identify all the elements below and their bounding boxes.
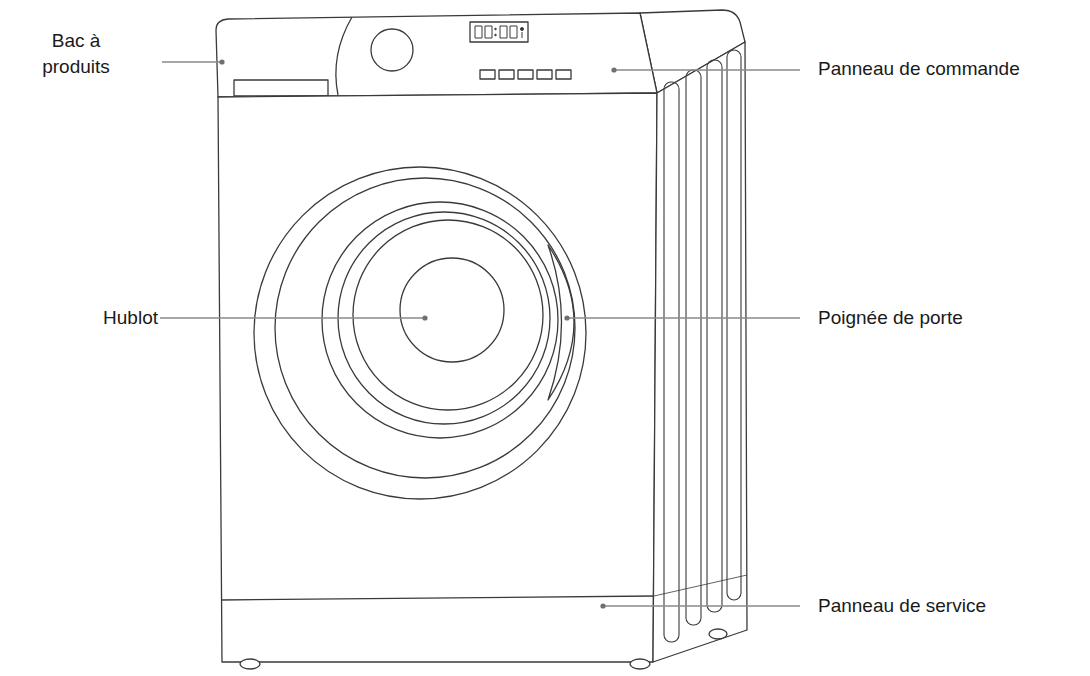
part-label: Poignée de porte: [818, 305, 963, 331]
display: [470, 22, 528, 42]
feet: [240, 629, 727, 669]
leader-lines: [160, 62, 800, 606]
panel-buttons: [480, 70, 571, 79]
leader-dots: [219, 59, 616, 608]
side-face: [653, 42, 747, 662]
display-segments: [475, 26, 524, 38]
drawer-handle: [234, 80, 328, 96]
panel-divider: [336, 17, 352, 95]
front-body: [218, 93, 657, 662]
door-handle: [548, 245, 574, 400]
part-label: Bac à produits: [20, 28, 132, 80]
part-label: Panneau de service: [818, 593, 986, 619]
side-grooves: [664, 50, 741, 642]
service-panel-line: [221, 596, 654, 600]
control-panel: [216, 13, 657, 97]
program-knob: [371, 29, 413, 71]
door: [254, 167, 586, 499]
part-label: Panneau de commande: [818, 56, 1020, 82]
part-label: Hublot: [103, 305, 158, 331]
